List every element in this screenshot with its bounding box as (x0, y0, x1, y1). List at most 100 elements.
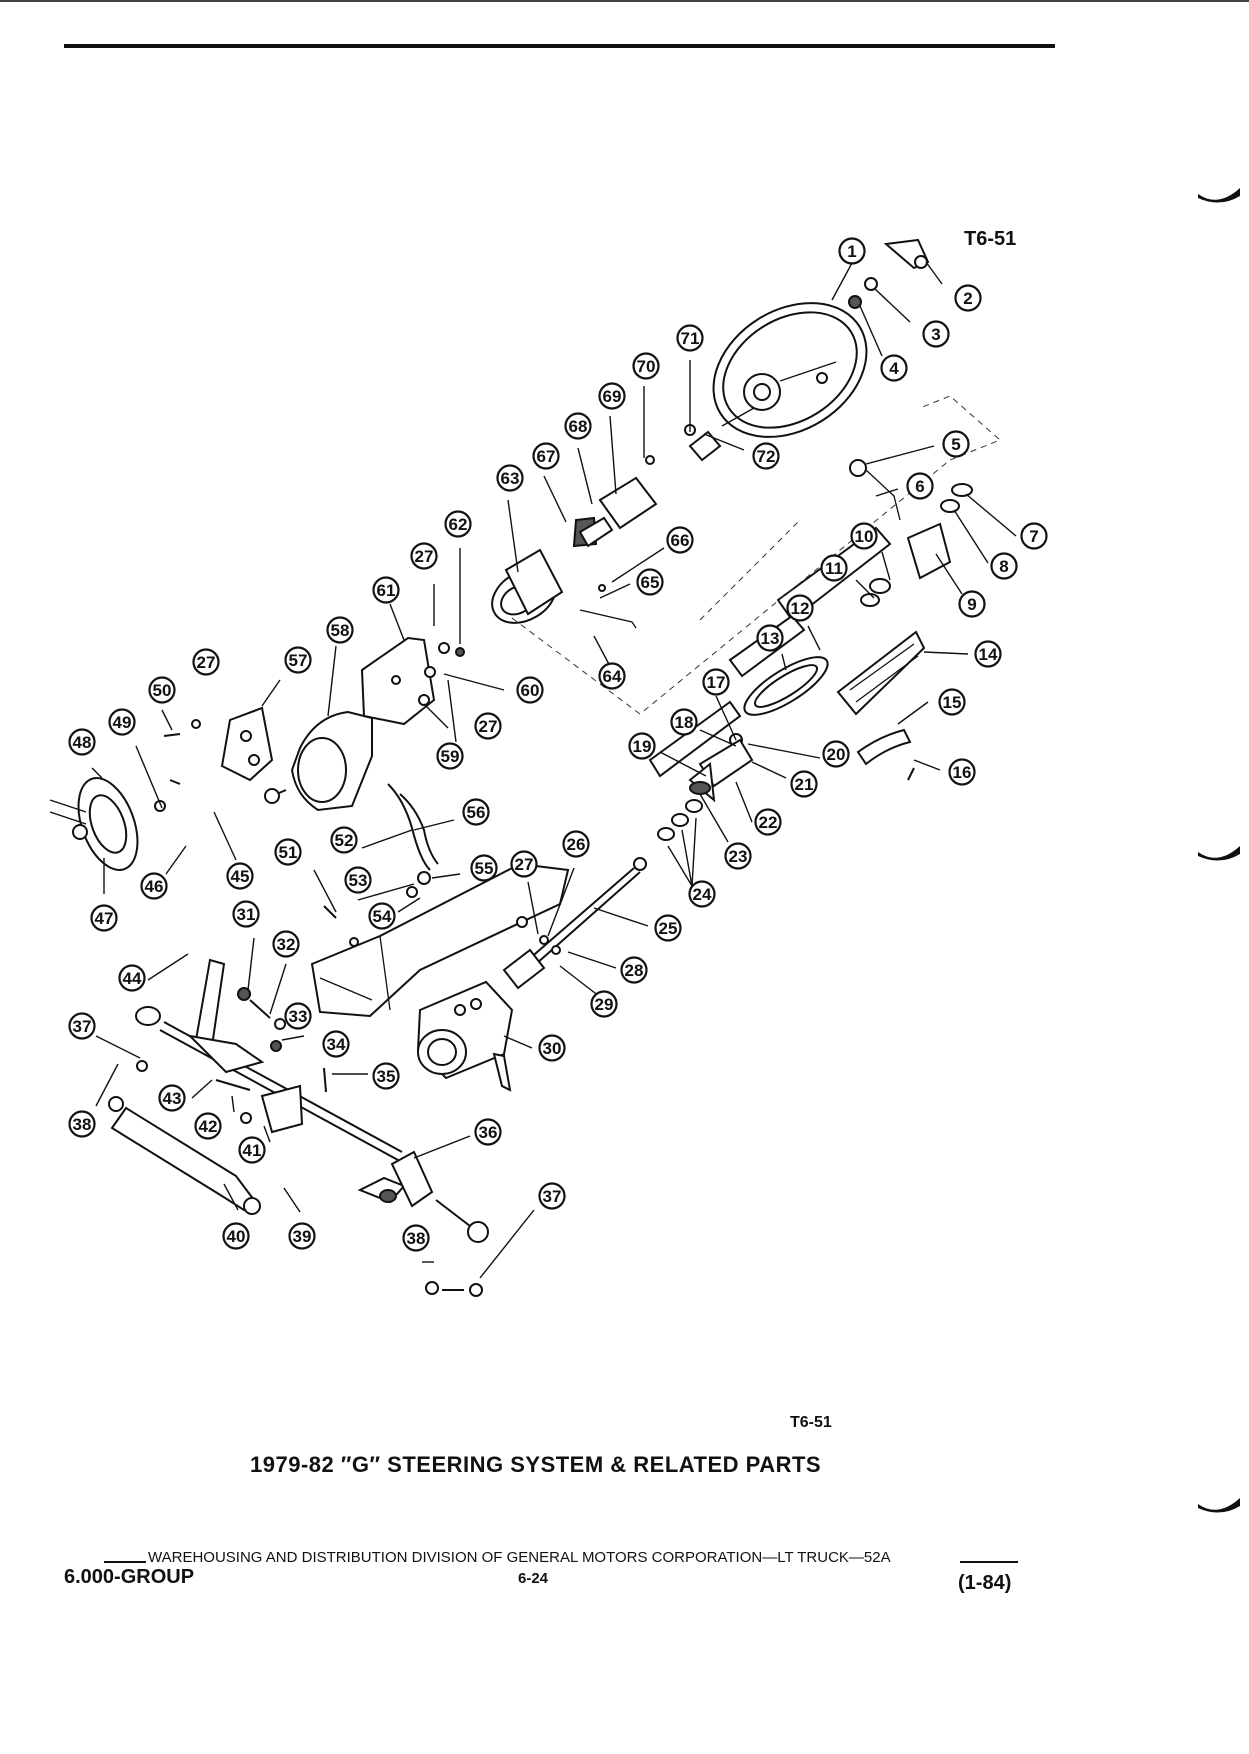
svg-text:11: 11 (825, 559, 843, 578)
callout: 47 (90, 904, 118, 932)
svg-text:59: 59 (441, 747, 460, 766)
svg-text:37: 37 (73, 1017, 92, 1036)
callout: 30 (538, 1034, 566, 1062)
callout: 1 (838, 237, 866, 265)
footer-page-number: 6-24 (518, 1570, 549, 1587)
callout: 6 (906, 472, 934, 500)
binder-hole-mark (1198, 846, 1240, 861)
callout: 48 (68, 728, 96, 756)
callout: 18 (670, 708, 698, 736)
svg-text:28: 28 (625, 961, 644, 980)
svg-text:18: 18 (675, 713, 694, 732)
pump-hoses (387, 783, 439, 898)
callout: 17 (702, 668, 730, 696)
callout: 56 (462, 798, 490, 826)
callout: 8 (990, 552, 1018, 580)
figure-code-top: T6-51 (964, 228, 1017, 250)
callout: 11 (820, 554, 848, 582)
svg-text:19: 19 (633, 737, 652, 756)
svg-text:43: 43 (163, 1089, 182, 1108)
callout: 72 (752, 442, 780, 470)
svg-text:27: 27 (515, 855, 534, 874)
callout: 24 (688, 880, 716, 908)
svg-text:63: 63 (501, 469, 520, 488)
turn-signal-lever (849, 459, 901, 521)
callout: 23 (724, 842, 752, 870)
callout: 7 (1020, 522, 1048, 550)
svg-text:14: 14 (979, 645, 998, 664)
svg-text:24: 24 (693, 885, 712, 904)
svg-text:35: 35 (377, 1067, 396, 1086)
callout: 68 (564, 412, 592, 440)
svg-text:29: 29 (595, 995, 614, 1014)
callout: 15 (938, 688, 966, 716)
svg-text:70: 70 (637, 357, 656, 376)
leader-lines (91, 261, 1017, 1279)
svg-text:56: 56 (467, 803, 486, 822)
upper-bearing-housing (860, 483, 973, 607)
svg-text:39: 39 (293, 1227, 312, 1246)
callout: 60 (516, 676, 544, 704)
svg-text:46: 46 (145, 877, 164, 896)
callout: 67 (532, 442, 560, 470)
svg-text:27: 27 (479, 717, 498, 736)
tie-rod (357, 1150, 489, 1243)
callout: 13 (756, 624, 784, 652)
callout: 26 (562, 830, 590, 858)
figure-code-bottom: T6-51 (790, 1414, 832, 1431)
svg-text:37: 37 (543, 1187, 562, 1206)
callout: 44 (118, 964, 146, 992)
svg-text:30: 30 (543, 1039, 562, 1058)
svg-text:60: 60 (521, 681, 540, 700)
svg-text:49: 49 (113, 713, 132, 732)
svg-text:41: 41 (243, 1141, 262, 1160)
svg-text:69: 69 (603, 387, 622, 406)
svg-text:53: 53 (349, 871, 368, 890)
callout: 39 (288, 1222, 316, 1250)
svg-text:5: 5 (951, 435, 960, 454)
pump-mount-plate (360, 636, 436, 726)
svg-text:7: 7 (1029, 527, 1038, 546)
svg-text:23: 23 (729, 847, 748, 866)
footer-date: (1-84) (958, 1572, 1012, 1594)
callout: 31 (232, 900, 260, 928)
callout: 63 (496, 464, 524, 492)
svg-text:10: 10 (855, 527, 874, 546)
svg-text:2: 2 (963, 289, 972, 308)
svg-text:57: 57 (289, 651, 308, 670)
callout: 61 (372, 576, 400, 604)
lower-clamp (856, 728, 915, 781)
svg-text:67: 67 (537, 447, 556, 466)
callout: 58 (326, 616, 354, 644)
phantom-outline-lower (699, 519, 801, 621)
callout: 5 (942, 430, 970, 458)
callout: 14 (974, 640, 1002, 668)
callout: 4 (880, 354, 908, 382)
svg-text:32: 32 (277, 935, 296, 954)
svg-text:42: 42 (199, 1117, 218, 1136)
svg-text:6: 6 (915, 477, 924, 496)
callout: 10 (850, 522, 878, 550)
callout: 65 (636, 568, 664, 596)
callout: 62 (444, 510, 472, 538)
footer-rule-right (960, 1561, 1018, 1563)
callout: 54 (368, 902, 396, 930)
callout: 34 (322, 1030, 350, 1058)
svg-text:21: 21 (795, 775, 814, 794)
svg-text:36: 36 (479, 1123, 498, 1142)
svg-text:62: 62 (449, 515, 468, 534)
svg-text:45: 45 (231, 867, 250, 886)
callout: 38 (402, 1224, 430, 1252)
callout: 27 (474, 712, 502, 740)
callout: 32 (272, 930, 300, 958)
svg-text:34: 34 (327, 1035, 346, 1054)
svg-text:3: 3 (931, 325, 940, 344)
svg-text:40: 40 (227, 1227, 246, 1246)
callout: 20 (822, 740, 850, 768)
relay-rod (135, 1006, 403, 1161)
svg-text:65: 65 (641, 573, 660, 592)
small-hardware (136, 642, 561, 1297)
steering-column (648, 526, 892, 778)
power-steering-pump (264, 710, 373, 812)
column-cover-panel (836, 630, 926, 716)
